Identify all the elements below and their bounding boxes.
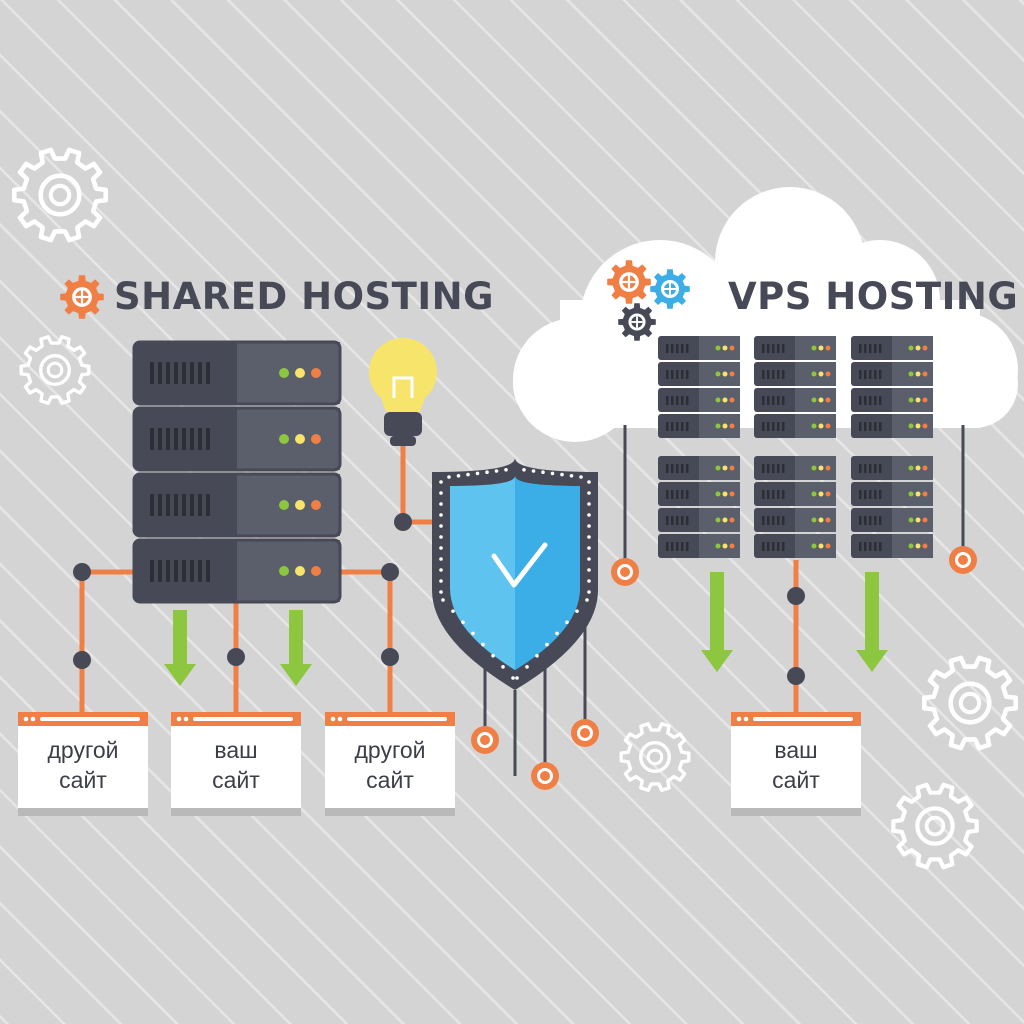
endpoint-node (531, 762, 559, 790)
site-label-line1: другой (48, 737, 119, 763)
server-unit (132, 472, 342, 538)
checkmark-icon (491, 542, 548, 588)
vps-server-unit (851, 456, 933, 480)
gear-icon (891, 782, 979, 870)
other-site-card: другой сайт (325, 712, 455, 816)
other-site-card: другой сайт (18, 712, 148, 816)
connection-node (787, 587, 805, 605)
vps-server-unit (658, 336, 740, 360)
endpoint-node (949, 546, 977, 574)
vps-server-unit (658, 534, 740, 558)
vps-server-unit (851, 362, 933, 386)
vps-server-unit (754, 508, 836, 532)
site-label-line2: сайт (366, 767, 414, 793)
arrow-down-icon (856, 572, 888, 672)
vps-hosting-title: VPS HOSTING (728, 275, 1018, 318)
site-label-line2: сайт (772, 767, 820, 793)
connection-node (381, 563, 399, 581)
shared-hosting-title: SHARED HOSTING (114, 275, 494, 318)
connection-node (227, 648, 245, 666)
connection-nodes (73, 513, 977, 790)
site-label-line1: другой (355, 737, 426, 763)
vps-server-unit (658, 362, 740, 386)
site-cards: другой сайт ваш сайт другой сайт ваш сайт (18, 712, 861, 816)
vps-server-unit (658, 508, 740, 532)
dark-gear-icon (618, 303, 656, 341)
vps-server-racks (658, 336, 933, 558)
vps-server-unit (754, 456, 836, 480)
decorative-gears (12, 147, 1018, 870)
orange-gear-icon (60, 275, 104, 319)
vps-server-unit (754, 414, 836, 438)
vps-server-unit (851, 508, 933, 532)
gear-icon (619, 722, 691, 792)
vps-server-unit (754, 482, 836, 506)
arrow-down-icon (280, 610, 312, 686)
endpoint-node (571, 719, 599, 747)
connection-node (381, 648, 399, 666)
vps-server-unit (658, 414, 740, 438)
server-unit (132, 538, 342, 604)
connection-node (787, 667, 805, 685)
site-label-line1: ваш (774, 737, 817, 763)
gear-icon (12, 147, 108, 243)
vps-server-unit (754, 534, 836, 558)
vps-server-unit (754, 362, 836, 386)
site-label-line2: сайт (212, 767, 260, 793)
shared-server-stack (132, 340, 342, 604)
site-label-line2: сайт (59, 767, 107, 793)
shared-hosting-gear-icon (60, 275, 104, 319)
vps-server-unit (658, 482, 740, 506)
gear-icon (19, 335, 91, 405)
endpoint-node (611, 558, 639, 586)
connection-node (73, 651, 91, 669)
blue-gear-icon (650, 269, 690, 309)
connection-node (73, 563, 91, 581)
orange-gear-icon (607, 260, 651, 304)
endpoint-node (471, 726, 499, 754)
download-arrows (164, 572, 888, 686)
your-site-card: ваш сайт (171, 712, 301, 816)
vps-server-unit (851, 388, 933, 412)
vps-server-unit (658, 456, 740, 480)
arrow-down-icon (701, 572, 733, 672)
vps-connection-lines (483, 425, 965, 776)
vps-server-unit (754, 388, 836, 412)
vps-server-unit (658, 388, 740, 412)
vps-server-unit (851, 534, 933, 558)
shield-icon (432, 458, 598, 690)
server-unit (132, 406, 342, 472)
vps-gears-icon (607, 260, 690, 341)
arrow-down-icon (164, 610, 196, 686)
lightbulb-icon (369, 338, 437, 520)
vps-your-site-card: ваш сайт (731, 712, 861, 816)
vps-server-unit (851, 414, 933, 438)
vps-server-unit (754, 336, 836, 360)
vps-server-unit (851, 336, 933, 360)
gear-icon (922, 655, 1018, 751)
server-unit (132, 340, 342, 406)
vps-server-unit (851, 482, 933, 506)
connection-node (394, 513, 412, 531)
site-label-line1: ваш (214, 737, 257, 763)
